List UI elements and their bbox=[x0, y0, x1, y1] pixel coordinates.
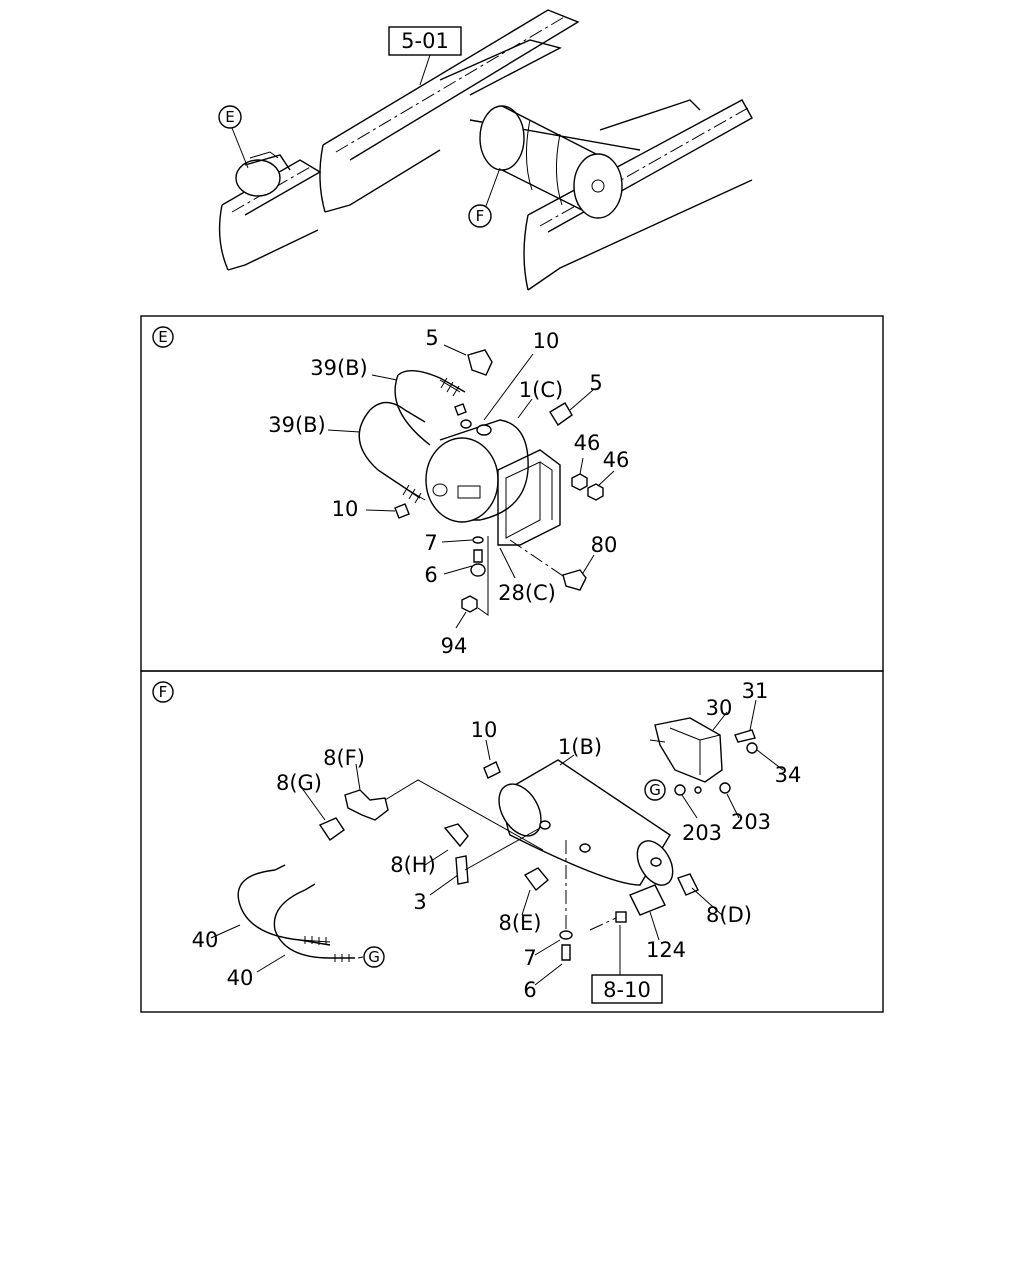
ref-label-top: 5-01 bbox=[401, 29, 449, 53]
ref-box-5-01: 5-01 bbox=[388, 26, 462, 56]
panel-e: E bbox=[140, 315, 884, 672]
ref-box-8-10: 8-10 bbox=[591, 974, 663, 1004]
view-marker-f: F bbox=[152, 681, 174, 703]
tank-1b-drawing bbox=[498, 759, 674, 886]
view-marker-g-bracket: G bbox=[644, 779, 666, 801]
part-10-label: 10 bbox=[533, 329, 560, 353]
svg-text:G: G bbox=[368, 948, 380, 966]
part-5-label: 5 bbox=[425, 326, 438, 350]
part-203-label: 203 bbox=[731, 810, 771, 834]
part-10-label: 10 bbox=[332, 497, 359, 521]
part-94-label: 94 bbox=[441, 634, 468, 658]
part-80-label: 80 bbox=[591, 533, 618, 557]
part-31-label: 31 bbox=[742, 679, 769, 703]
part-46-label: 46 bbox=[574, 431, 601, 455]
part-39b-label: 39(B) bbox=[268, 413, 326, 437]
part-3-label: 3 bbox=[413, 890, 426, 914]
svg-text:F: F bbox=[476, 207, 485, 225]
part-124-label: 124 bbox=[646, 938, 686, 962]
part-6-label: 6 bbox=[523, 978, 536, 1002]
bracket-30-drawing bbox=[649, 717, 723, 783]
view-marker-e-top: E bbox=[218, 105, 242, 129]
svg-text:E: E bbox=[158, 328, 167, 346]
part-5-label: 5 bbox=[589, 371, 602, 395]
part-39b-label: 39(B) bbox=[310, 356, 368, 380]
view-marker-g-strap: G bbox=[363, 946, 385, 968]
ref-label-sensor: 8-10 bbox=[603, 978, 651, 1002]
part-203-label: 203 bbox=[682, 821, 722, 845]
part-1c-label: 1(C) bbox=[519, 378, 563, 402]
part-34-label: 34 bbox=[775, 763, 802, 787]
svg-text:G: G bbox=[649, 781, 661, 799]
part-40-label: 40 bbox=[227, 966, 254, 990]
view-marker-e: E bbox=[152, 326, 174, 348]
tank-1c-drawing bbox=[425, 419, 561, 546]
frame-overview bbox=[218, 9, 753, 291]
panel-f: F bbox=[140, 670, 884, 1013]
part-8e-label: 8(E) bbox=[498, 911, 541, 935]
part-7-label: 7 bbox=[424, 531, 437, 555]
view-marker-f-top: F bbox=[468, 204, 492, 228]
part-8f-label: 8(F) bbox=[323, 746, 365, 770]
part-40-label: 40 bbox=[192, 928, 219, 952]
part-28c-label: 28(C) bbox=[498, 581, 556, 605]
svg-text:E: E bbox=[225, 108, 234, 126]
part-8h-label: 8(H) bbox=[390, 853, 436, 877]
part-46-label: 46 bbox=[603, 448, 630, 472]
part-8g-label: 8(G) bbox=[276, 771, 322, 795]
part-10-label: 10 bbox=[471, 718, 498, 742]
part-8d-label: 8(D) bbox=[706, 903, 752, 927]
part-6-label: 6 bbox=[424, 563, 437, 587]
part-7-label: 7 bbox=[523, 946, 536, 970]
svg-text:F: F bbox=[159, 683, 168, 701]
part-1b-label: 1(B) bbox=[558, 735, 602, 759]
part-30-label: 30 bbox=[706, 696, 733, 720]
